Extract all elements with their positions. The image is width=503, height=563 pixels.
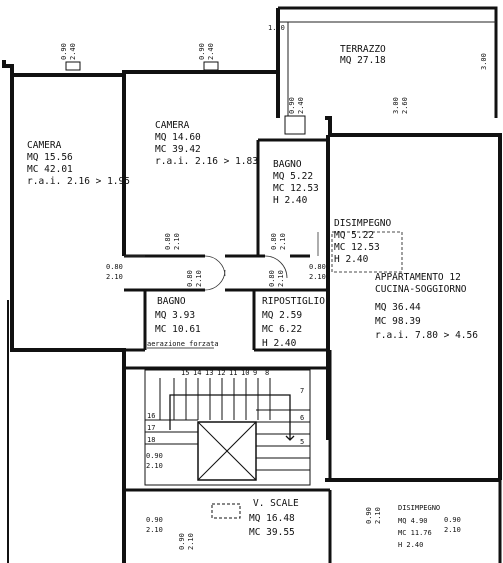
- bagno-bottom-area: MQ 3.93: [155, 310, 195, 321]
- windows: [65, 61, 306, 135]
- d-cam-mid-height: 2.10: [173, 233, 181, 250]
- d-stair-left-height: 2.10: [146, 462, 163, 470]
- d-bagno-top-width: 0.80: [270, 233, 278, 250]
- opening-dimensions-horizontal: 0.80 2.10 0.80 2.10 0.90 2.10 0.90 2.10 …: [106, 263, 461, 534]
- ripostiglio-height: H 2.40: [262, 338, 297, 349]
- disimpegno-bottom-area: MQ 4.90: [398, 517, 428, 525]
- appartamento-volume: MC 98.39: [375, 316, 421, 327]
- disimpegno-bottom-volume: MC 11.76: [398, 529, 432, 537]
- d-bagno-top-height: 2.10: [279, 233, 287, 250]
- terrazzo-dimensions: 1.50 3.00: [268, 24, 488, 70]
- camera-mid-rai: r.a.i. 2.16 > 1.83: [155, 156, 258, 167]
- camera-left-volume: MC 42.01: [27, 164, 73, 175]
- step-number: 15: [181, 369, 189, 377]
- ripostiglio-area: MQ 2.59: [262, 310, 302, 321]
- bagno-top-height: H 2.40: [273, 195, 308, 206]
- camera-mid-name: CAMERA: [155, 120, 190, 131]
- camera-left-rai: r.a.i. 2.16 > 1.95: [27, 176, 130, 187]
- w-soggiorno-width: 3.00: [392, 97, 400, 114]
- w-bagno-height: 2.40: [297, 97, 305, 114]
- step-number: 7: [300, 387, 304, 395]
- d-bagno-bottom-height: 2.10: [195, 270, 203, 287]
- d-ripost-width: 0.80: [268, 270, 276, 287]
- w-cam-left-width: 0.90: [60, 43, 68, 60]
- camera-left-name: CAMERA: [27, 140, 62, 151]
- d-bottom-left-height: 2.10: [444, 526, 461, 534]
- step-number: 6: [300, 414, 304, 422]
- w-cam-mid-width: 0.90: [198, 43, 206, 60]
- step-number: 11: [229, 369, 237, 377]
- opening-dimensions: 0.90 2.40 0.90 2.40 0.90 2.40 3.00 2.60 …: [60, 43, 409, 550]
- camera-mid-area: MQ 14.60: [155, 132, 201, 143]
- disimpegno-top-height: H 2.40: [334, 254, 369, 265]
- stair-flight: [144, 369, 311, 486]
- bagno-top-volume: MC 12.53: [273, 183, 319, 194]
- d-bottom-left-width: 0.90: [444, 516, 461, 524]
- bagno-bottom-note: aerazione forzata: [147, 340, 219, 348]
- d-bagno-bottom-width: 0.80: [186, 270, 194, 287]
- appartamento-area: MQ 36.44: [375, 302, 421, 313]
- terrazzo-right-dimension: 3.00: [480, 53, 488, 70]
- step-number: 5: [300, 438, 304, 446]
- room-labels: TERRAZZO MQ 27.18 CAMERA MQ 15.56 MC 42.…: [27, 44, 478, 549]
- ripostiglio-volume: MC 6.22: [262, 324, 302, 335]
- step-number: 10: [241, 369, 249, 377]
- w-cam-left-height: 2.40: [69, 43, 77, 60]
- w-soggiorno-height: 2.60: [401, 97, 409, 114]
- camera-left-area: MQ 15.56: [27, 152, 73, 163]
- d-ripost-height: 2.10: [277, 270, 285, 287]
- d-disimp-height: 2.10: [309, 273, 326, 281]
- bagno-top-area: MQ 5.22: [273, 171, 313, 182]
- appartamento-rai: r.a.i. 7.80 > 4.56: [375, 330, 478, 341]
- d-stair-bottom-width: 0.90: [178, 533, 186, 550]
- d-stair-lower-width: 0.90: [146, 516, 163, 524]
- stair-step-numbers: 15 14 13 12 11 10 9 8 7 6 5 16 17 18: [147, 369, 304, 446]
- step-number: 13: [205, 369, 213, 377]
- disimpegno-bottom-name: DISIMPEGNO: [398, 504, 440, 512]
- terrazzo-outline: [280, 21, 496, 118]
- disimpegno-top-area: MQ 5.22: [334, 230, 374, 241]
- step-number: 9: [253, 369, 257, 377]
- appartamento-use: CUCINA-SOGGIORNO: [375, 284, 467, 295]
- camera-mid-volume: MC 39.42: [155, 144, 201, 155]
- d-stair-bottom-height: 2.10: [187, 533, 195, 550]
- step-number: 17: [147, 424, 155, 432]
- terrazzo-area: MQ 27.18: [340, 55, 386, 66]
- d-bottom-right-height: 2.10: [374, 507, 382, 524]
- terrazzo-left-dimension: 1.50: [268, 24, 285, 32]
- d-cam-left-height: 2.10: [106, 273, 123, 281]
- d-cam-left-width: 0.80: [106, 263, 123, 271]
- d-stair-lower-height: 2.10: [146, 526, 163, 534]
- ripostiglio-name: RIPOSTIGLIO: [262, 296, 325, 307]
- terrazzo-name: TERRAZZO: [340, 44, 386, 55]
- step-number: 18: [147, 436, 155, 444]
- step-number: 8: [265, 369, 269, 377]
- disimpegno-top-volume: MC 12.53: [334, 242, 380, 253]
- disimpegno-top-marker: [331, 231, 403, 273]
- d-cam-mid-width: 0.80: [164, 233, 172, 250]
- step-number: 12: [217, 369, 225, 377]
- disimpegno-top-name: DISIMPEGNO: [334, 218, 391, 229]
- vano-scale-volume: MC 39.55: [249, 527, 295, 538]
- step-number: 16: [147, 412, 155, 420]
- vano-scale-marker: [211, 503, 241, 519]
- bagno-top-name: BAGNO: [273, 159, 302, 170]
- vano-scale-area: MQ 16.48: [249, 513, 295, 524]
- vano-scale-name: V. SCALE: [253, 498, 299, 509]
- bagno-bottom-name: BAGNO: [157, 296, 186, 307]
- w-bagno-width: 0.90: [288, 97, 296, 114]
- bagno-bottom-volume: MC 10.61: [155, 324, 201, 335]
- door-swings: [124, 232, 319, 291]
- d-disimp-width: 0.80: [309, 263, 326, 271]
- step-number: 14: [193, 369, 201, 377]
- d-stair-left-width: 0.90: [146, 452, 163, 460]
- d-bottom-right-width: 0.90: [365, 507, 373, 524]
- disimpegno-bottom-height: H 2.40: [398, 541, 423, 549]
- appartamento-name: APPARTAMENTO 12: [375, 272, 461, 283]
- w-cam-mid-height: 2.40: [207, 43, 215, 60]
